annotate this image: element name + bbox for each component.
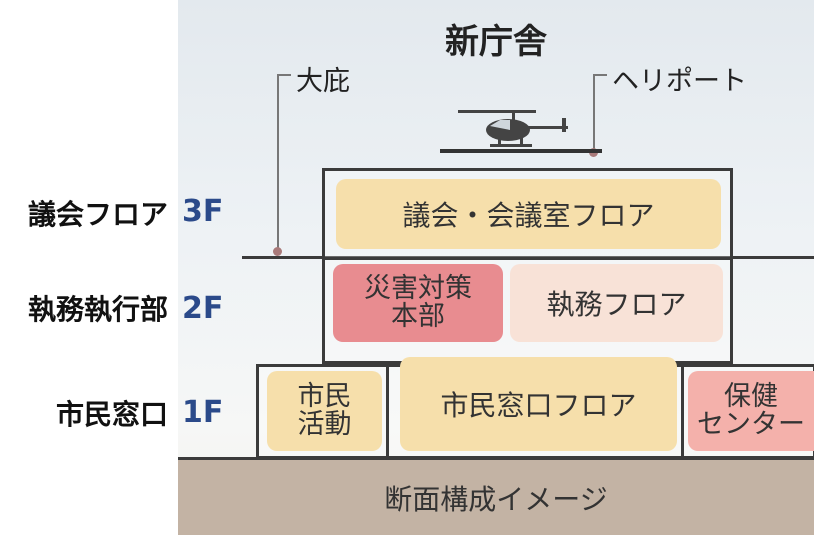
floor-number-3f: 3F: [182, 194, 224, 229]
floor-label-citizen-counter: 市民窓口: [55, 398, 168, 431]
council-meeting-room: 議会・会議室フロア: [336, 179, 721, 249]
disaster-hq-room: 災害対策 本部: [333, 264, 503, 342]
disaster-hq-label-line2: 本部: [391, 301, 445, 332]
floor-label-council: 議会フロア: [27, 198, 168, 231]
floor-1f-divider-right: [681, 364, 684, 457]
eaves-callout-line: [277, 74, 279, 252]
disaster-hq-label-line1: 災害対策: [364, 272, 472, 304]
floor-1f-divider-left: [386, 364, 389, 457]
diagram-title: 新庁舎: [445, 22, 547, 62]
citizen-activity-room: 市民 活動: [267, 371, 382, 451]
eaves-callout-tick: [277, 74, 291, 76]
eaves-label: 大庇: [296, 66, 350, 97]
heliport-label: ヘリポート: [612, 66, 747, 97]
health-center-label-line2: センター: [697, 409, 805, 440]
eaves-callout-dot: [273, 247, 282, 256]
citizen-activity-label-line2: 活動: [297, 409, 352, 440]
helicopter-icon: [458, 110, 568, 147]
floor-number-2f: 2F: [182, 291, 224, 326]
office-floor-room: 執務フロア: [510, 264, 723, 342]
citizen-activity-label-line1: 市民: [297, 380, 352, 412]
citizen-counter-room: 市民窓口フロア: [400, 357, 677, 451]
section-diagram: 新庁舎 大庇 ヘリポート 議会・会議室フロア 災害対策 本部 執務フロア 市民 …: [178, 0, 814, 535]
health-center-label-line1: 保健: [724, 380, 778, 412]
floor-label-executive: 執務執行部: [27, 293, 168, 326]
health-center-room: 保健 センター: [688, 371, 814, 451]
heliport-callout-tick: [593, 74, 607, 76]
floor-number-1f: 1F: [182, 395, 224, 430]
footer-caption: 断面構成イメージ: [384, 482, 608, 516]
heliport-pad: [440, 149, 602, 153]
ground-footer: 断面構成イメージ: [178, 457, 814, 535]
heliport-callout-line: [593, 74, 595, 152]
